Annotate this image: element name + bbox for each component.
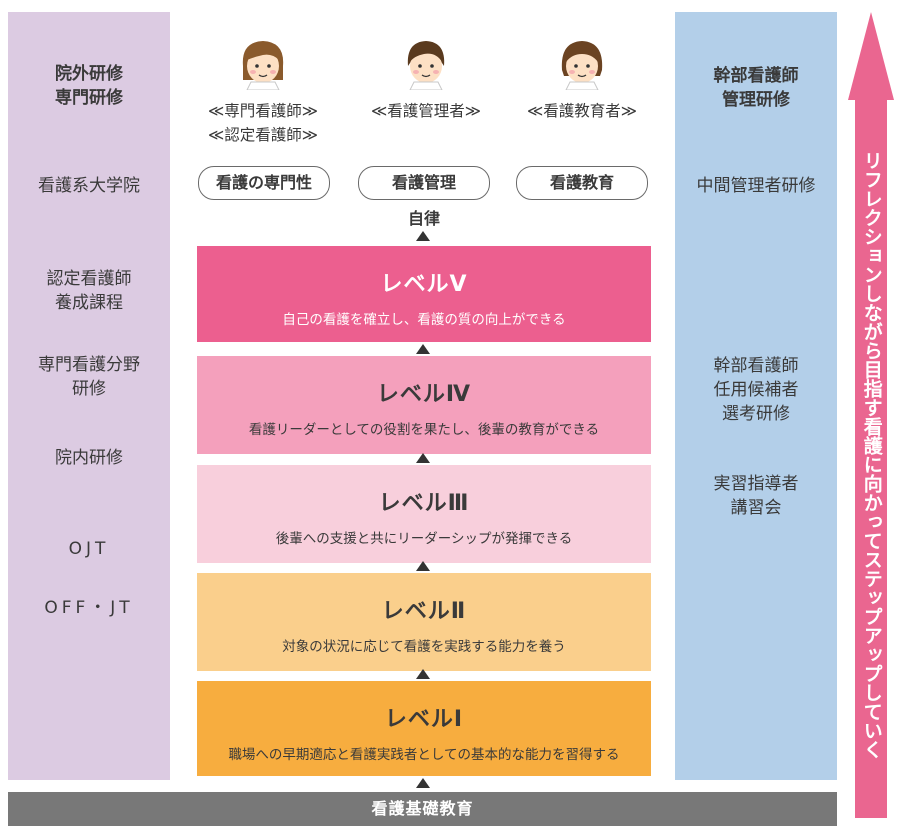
autonomy-label: 自律 (407, 209, 440, 228)
level-3-title: レベルⅢ (378, 491, 470, 516)
level-4-desc: 看護リーダーとしての役割を果たし、後輩の教育ができる (248, 422, 600, 438)
offjt-label: OFF・JT (44, 598, 134, 618)
outside-training-title: 院外研修 専門研修 (55, 64, 123, 108)
pill-nursing-specialty: 看護の専門性 (198, 166, 330, 200)
level-2-desc: 対象の状況に応じて看護を実践する能力を養う (282, 639, 566, 655)
level-2-box: レベルⅡ 対象の状況に応じて看護を実践する能力を養う (197, 573, 651, 671)
step-up-arrow (855, 98, 887, 818)
role-educator-label: ≪看護教育者≫ (527, 102, 637, 120)
level-1-desc: 職場への早期適応と看護実践者としての基本的な能力を習得する (228, 747, 620, 763)
nurse-educator-avatar-icon (561, 41, 603, 90)
executive-training-title: 幹部看護師 管理研修 (713, 66, 799, 110)
level-1-title: レベルⅠ (384, 707, 464, 732)
nurse-avatar-icon (242, 41, 284, 90)
level-2-title: レベルⅡ (381, 599, 467, 624)
level-4-title: レベルⅣ (376, 382, 472, 407)
grad-school-label: 看護系大学院 (38, 176, 140, 196)
step-up-arrow-head-icon (848, 12, 894, 100)
level-4-box: レベルⅣ 看護リーダーとしての役割を果たし、後輩の教育ができる (197, 356, 651, 454)
up-arrow-icon (416, 669, 430, 679)
inhouse-training-label: 院内研修 (55, 448, 123, 468)
basic-nursing-education-bar: 看護基礎教育 (8, 792, 837, 826)
exec-candidate-label: 幹部看護師 任用候補者 選考研修 (713, 356, 799, 424)
level-5-desc: 自己の看護を確立し、看護の質の向上ができる (282, 312, 566, 328)
right-training-column: 幹部看護師 管理研修 中間管理者研修 幹部看護師 任用候補者 選考研修 実習指導… (675, 12, 837, 780)
instructor-label: 実習指導者 講習会 (713, 474, 799, 518)
ojt-label: OJT (68, 539, 110, 559)
up-arrow-icon (416, 231, 430, 241)
level-5-title: レベルⅤ (380, 272, 468, 297)
role-manager-label: ≪看護管理者≫ (371, 102, 481, 120)
level-5-box: レベルⅤ 自己の看護を確立し、看護の質の向上ができる (197, 246, 651, 342)
level-3-box: レベルⅢ 後輩への支援と共にリーダーシップが発揮できる (197, 465, 651, 563)
pill-nursing-management: 看護管理 (358, 166, 490, 200)
cert-course-label: 認定看護師 養成課程 (46, 269, 132, 313)
pill-nursing-education: 看護教育 (516, 166, 648, 200)
left-training-column: 院外研修 専門研修 看護系大学院 認定看護師 養成課程 専門看護分野 研修 院内… (8, 12, 170, 780)
up-arrow-icon (416, 561, 430, 571)
up-arrow-icon (416, 778, 430, 788)
up-arrow-icon (416, 344, 430, 354)
up-arrow-icon (416, 453, 430, 463)
nurse-manager-avatar-icon (407, 41, 445, 90)
level-1-box: レベルⅠ 職場への早期適応と看護実践者としての基本的な能力を習得する (197, 681, 651, 776)
step-up-arrow-label: リフレクションしながら目指す看護に向かってステップアップしていく (860, 151, 883, 759)
specialty-training-label: 専門看護分野 研修 (38, 355, 140, 399)
middle-manager-label: 中間管理者研修 (696, 176, 816, 196)
level-3-desc: 後輩への支援と共にリーダーシップが発揮できる (275, 531, 573, 547)
role-specialist-label: ≪専門看護師≫ ≪認定看護師≫ (208, 102, 318, 144)
